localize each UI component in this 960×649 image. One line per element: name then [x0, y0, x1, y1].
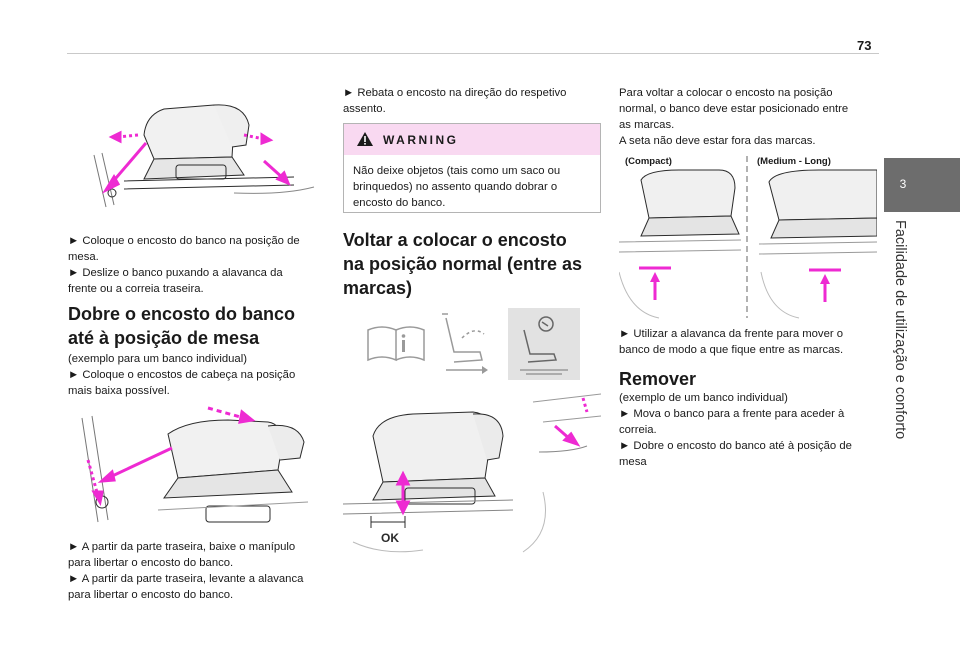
figure-icon-strip [358, 308, 586, 380]
text-line: ► Dobre o encosto do banco até à posição… [619, 440, 852, 452]
page-number: 73 [857, 38, 872, 53]
figure-release-backrest [68, 398, 318, 530]
figure-seat-marks: (Compact) (Medium - Long) [619, 152, 877, 322]
label-compact: (Compact) [625, 156, 672, 167]
text-line: ► Coloque o encostos de cabeça na posiçã… [68, 369, 296, 381]
warning-label: WARNING [383, 133, 459, 147]
text-line: mesa [619, 456, 647, 468]
text-line: (exemplo para um banco individual) [68, 353, 247, 365]
text-line: frente ou a correia traseira. [68, 283, 204, 295]
chapter-tab[interactable]: 3 [884, 158, 960, 212]
figure-ok-label: OK [381, 531, 399, 545]
heading-line: até à posição de mesa [68, 328, 260, 348]
chapter-number: 3 [899, 177, 907, 191]
col2-paragraph-1: ► Rebata o encosto na direção do respeti… [343, 85, 601, 117]
info-book-icon [367, 326, 425, 362]
text-line: brinquedos) no assento quando dobrar o [353, 181, 558, 193]
text-line: ► Deslize o banco puxando a alavanca da [68, 267, 283, 279]
figure-seat-ok: OK [343, 392, 601, 558]
text-line: para libertar o encosto do banco. [68, 557, 234, 569]
col3-paragraph-2: ► Utilizar a alavanca da frente para mov… [619, 326, 877, 358]
text-line: (exemplo de um banco individual) [619, 392, 788, 404]
heading-fold-backrest: Dobre o encosto do banco até à posição d… [68, 302, 320, 350]
text-line: ► A partir da parte traseira, levante a … [68, 573, 304, 585]
figure-seat-table-position [84, 95, 320, 215]
text-line: para libertar o encosto do banco. [68, 589, 234, 601]
heading-line: marcas) [343, 278, 413, 298]
text-line: ► Rebata o encosto na direção do respeti… [343, 87, 567, 99]
col3-paragraph-1: Para voltar a colocar o encosto na posiç… [619, 85, 877, 149]
text-line: banco de modo a que fique entre as marca… [619, 344, 844, 356]
text-line: as marcas. [619, 119, 675, 131]
col1-paragraph-2: (exemplo para um banco individual) ► Col… [68, 351, 320, 399]
text-line: ► Coloque o encosto do banco na posição … [68, 235, 300, 247]
text-line: correia. [619, 424, 657, 436]
heading-line: Voltar a colocar o encosto [343, 230, 567, 250]
text-line: ► Mova o banco para a frente para aceder… [619, 408, 845, 420]
chapter-title-text: Facilidade de utilização e conforto [892, 220, 908, 440]
heading-line: Dobre o encosto do banco [68, 304, 296, 324]
label-medium-long: (Medium - Long) [757, 156, 831, 167]
warning-triangle-icon [357, 132, 373, 146]
seat-adjust-icon [442, 313, 488, 374]
text-line: A seta não deve estar fora das marcas. [619, 135, 816, 147]
col1-paragraph-1: ► Coloque o encosto do banco na posição … [68, 233, 320, 297]
text-line: mais baixa possível. [68, 385, 170, 397]
top-rule [67, 53, 879, 54]
text-line: normal, o banco deve estar posicionado e… [619, 103, 849, 115]
chapter-title: Facilidade de utilização e conforto [888, 220, 908, 480]
warning-header: WARNING [344, 124, 600, 155]
text-line: Para voltar a colocar o encosto na posiç… [619, 87, 833, 99]
warning-text: Não deixe objetos (tais como um saco ou … [353, 163, 593, 211]
warning-box: WARNING Não deixe objetos (tais como um … [343, 123, 601, 213]
text-line: ► Utilizar a alavanca da frente para mov… [619, 328, 844, 340]
heading-remove: Remover [619, 369, 697, 389]
text-line: assento. [343, 103, 386, 115]
text-line: encosto do banco. [353, 197, 446, 209]
col1-paragraph-3: ► A partir da parte traseira, baixe o ma… [68, 539, 320, 603]
seat-check-icon [520, 316, 568, 375]
heading-return-backrest: Voltar a colocar o encosto na posição no… [343, 228, 601, 300]
text-line: ► A partir da parte traseira, baixe o ma… [68, 541, 296, 553]
text-line: Não deixe objetos (tais como um saco ou [353, 165, 561, 177]
text-line: mesa. [68, 251, 99, 263]
col3-paragraph-3: (exemplo de um banco individual) ► Mova … [619, 390, 877, 470]
heading-line: na posição normal (entre as [343, 254, 583, 274]
